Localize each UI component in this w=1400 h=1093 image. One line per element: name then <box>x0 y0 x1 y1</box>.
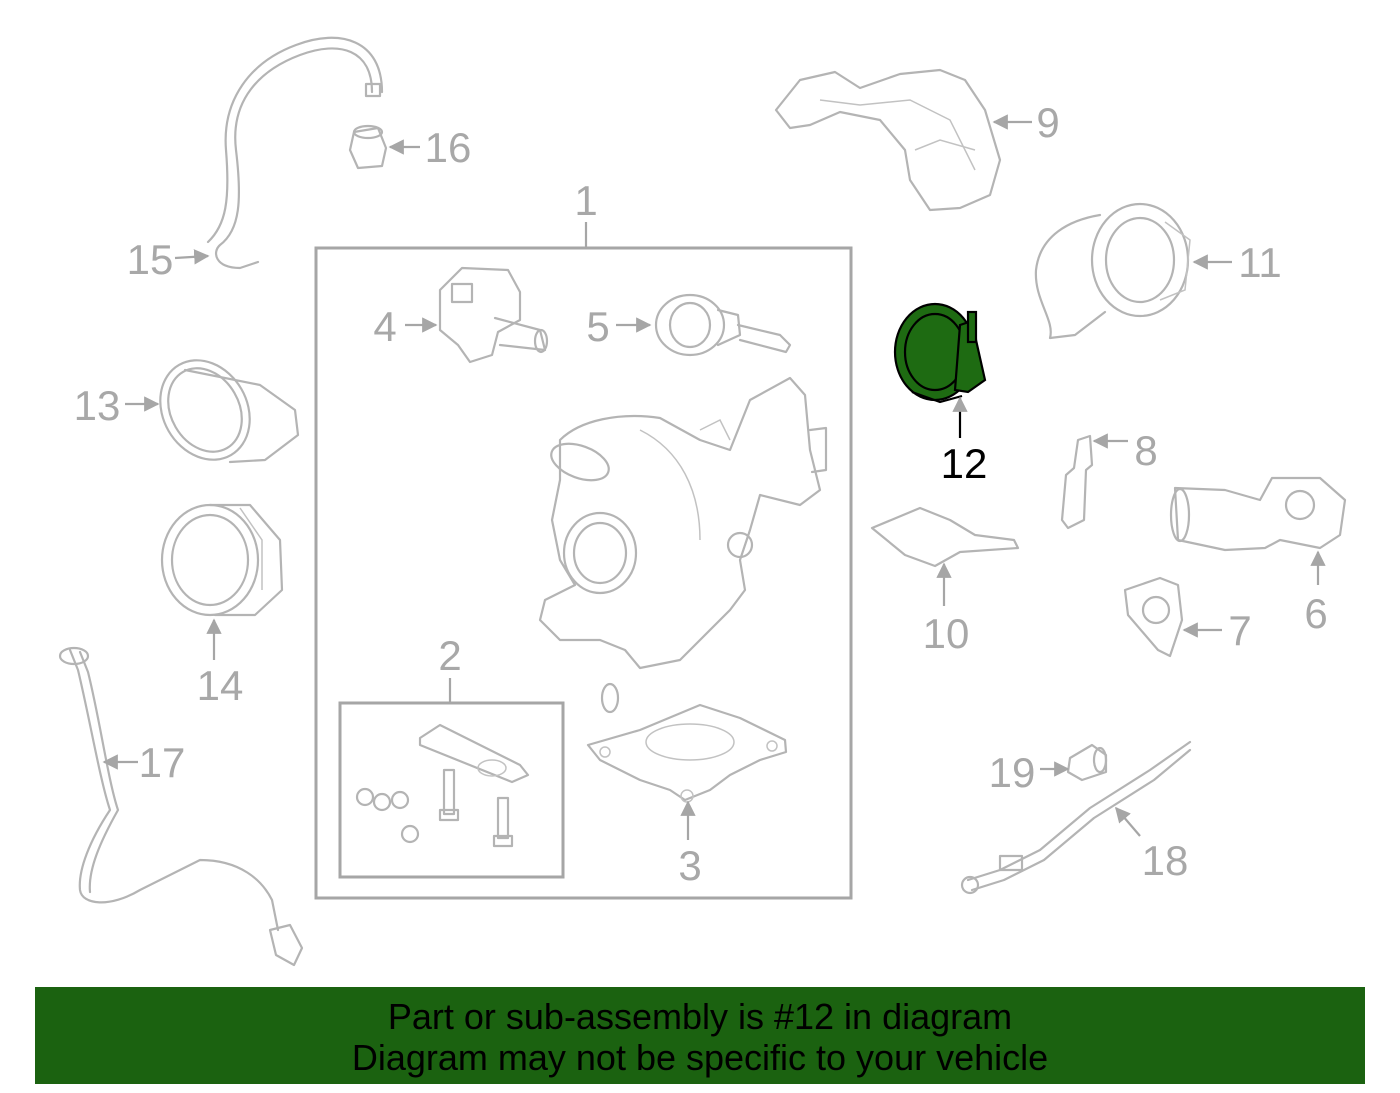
callout-19: 19 <box>989 749 1036 796</box>
part-18-rod[interactable] <box>960 740 1192 895</box>
leader-lines <box>102 114 1326 840</box>
callout-3: 3 <box>678 842 701 889</box>
part-7-gasket[interactable] <box>1123 576 1184 658</box>
assembly-frame-1 <box>314 222 853 900</box>
assembly-frame-2 <box>338 678 565 879</box>
banner-disclaimer-text: Diagram may not be specific to your vehi… <box>351 1037 1049 1078</box>
callout-1: 1 <box>574 177 597 224</box>
callout-5: 5 <box>586 303 609 350</box>
part-6-egr-tube[interactable] <box>1169 476 1347 552</box>
callout-4: 4 <box>373 303 396 350</box>
part-4-sensor[interactable] <box>438 266 549 364</box>
callout-17: 17 <box>139 739 186 786</box>
callout-9: 9 <box>1036 99 1059 146</box>
part-19-cap[interactable] <box>1066 743 1108 782</box>
part-8-sensor[interactable] <box>1060 434 1094 530</box>
callout-16: 16 <box>425 124 472 171</box>
callout-12: 12 <box>941 440 988 487</box>
part-15-hose[interactable] <box>206 36 384 270</box>
callout-2: 2 <box>438 632 461 679</box>
part-5-actuator[interactable] <box>654 293 792 357</box>
banner-part-number-text: Part or sub-assembly is #12 in diagram <box>387 996 1013 1037</box>
info-banner: Part or sub-assembly is #12 in diagram D… <box>35 987 1365 1084</box>
part-1-turbocharger[interactable] <box>538 376 828 714</box>
callout-15: 15 <box>127 236 174 283</box>
callout-6: 6 <box>1304 590 1327 637</box>
part-2-bracket-bolts[interactable] <box>355 723 530 848</box>
part-11-outlet[interactable] <box>1034 202 1191 340</box>
part-17-oil-line[interactable] <box>58 646 304 967</box>
part-13-hose[interactable] <box>143 344 300 476</box>
part-3-gasket[interactable] <box>586 703 788 803</box>
part-14-boot[interactable] <box>160 503 284 617</box>
callout-11: 11 <box>1238 239 1282 286</box>
callout-10: 10 <box>923 610 970 657</box>
callout-18: 18 <box>1142 837 1189 884</box>
part-10-shield[interactable] <box>870 506 1020 568</box>
part-9-heat-shield[interactable] <box>774 68 1002 212</box>
part-12-clamp[interactable] <box>893 302 987 404</box>
callout-7: 7 <box>1228 607 1251 654</box>
callout-8: 8 <box>1134 427 1157 474</box>
callout-13: 13 <box>74 382 121 429</box>
part-16-plug[interactable] <box>348 124 388 170</box>
callout-14: 14 <box>197 662 244 709</box>
